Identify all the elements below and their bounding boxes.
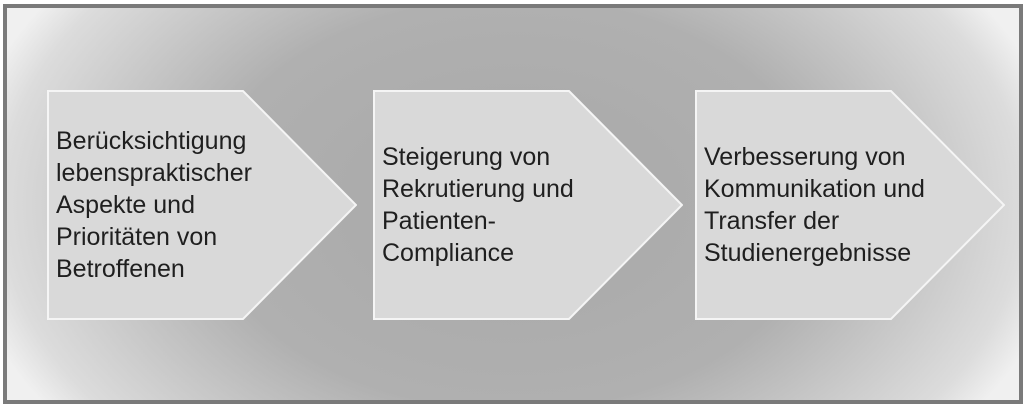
arrow-shape-icon <box>373 90 683 320</box>
arrow-polygon <box>373 90 683 320</box>
arrow-polygon <box>695 90 1005 320</box>
arrow-polygon <box>47 90 357 320</box>
diagram-frame: Berücksichtigung lebenspraktischer Aspek… <box>3 4 1023 404</box>
process-arrow-2: Steigerung von Rekrutierung und Patiente… <box>373 90 683 320</box>
arrow-1-label: Berücksichtigung lebenspraktischer Aspek… <box>56 127 252 283</box>
arrow-2-label: Steigerung von Rekrutierung und Patiente… <box>382 143 574 267</box>
arrow-shape-icon <box>47 90 357 320</box>
arrow-shape-icon <box>695 90 1005 320</box>
arrow-3-label: Verbesserung von Kommunikation und Trans… <box>704 143 925 267</box>
process-arrow-3: Verbesserung von Kommunikation und Trans… <box>695 90 1005 320</box>
process-arrow-1: Berücksichtigung lebenspraktischer Aspek… <box>47 90 357 320</box>
